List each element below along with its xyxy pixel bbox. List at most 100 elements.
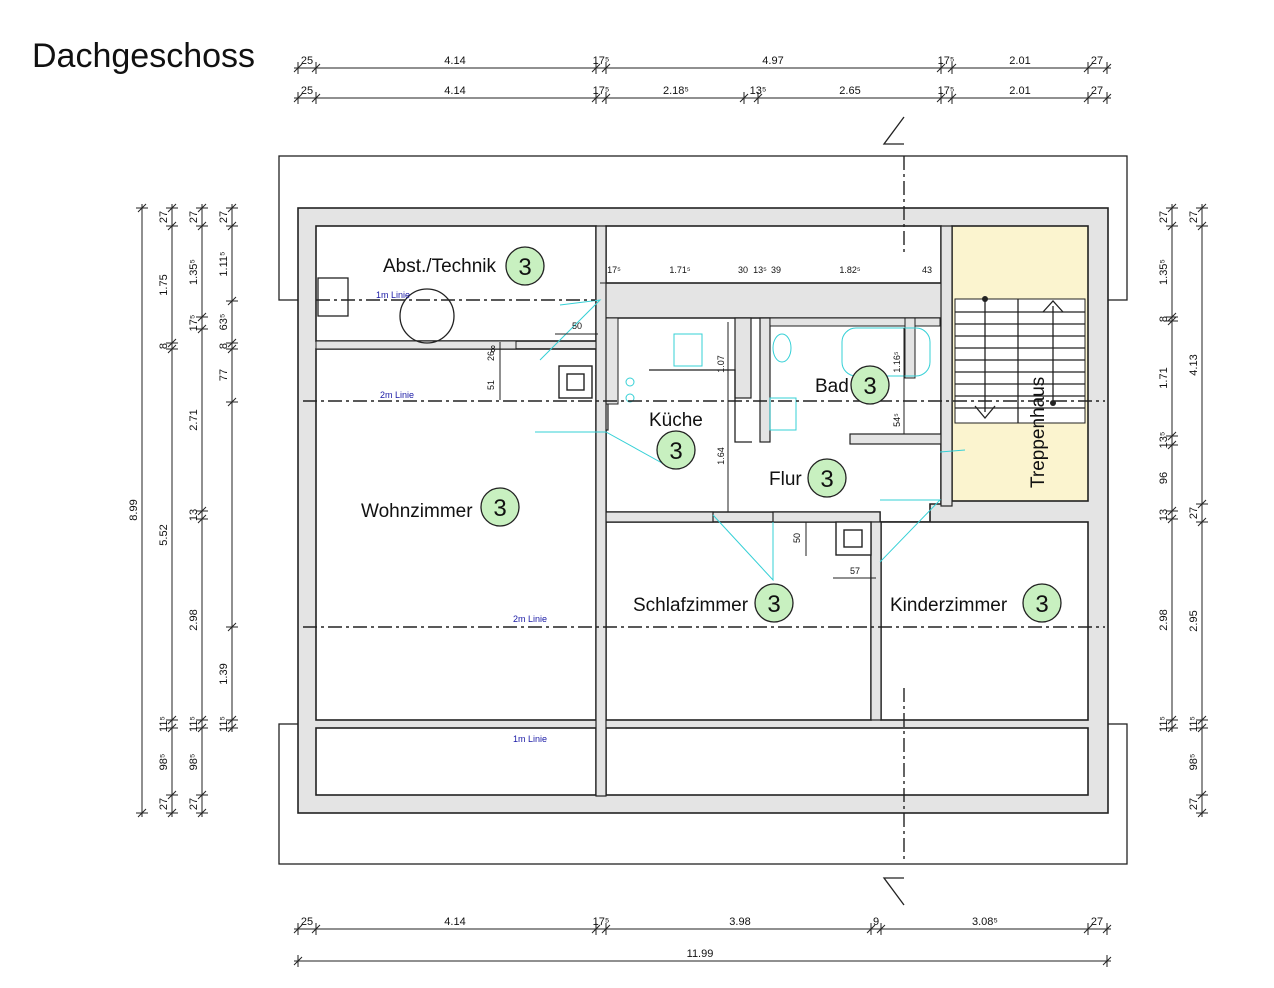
- dim-label: 27: [188, 211, 200, 223]
- svg-text:43: 43: [922, 265, 932, 275]
- wall-kitchen-right: [734, 317, 752, 399]
- interior-dims: 17⁵ 1.71⁵ 30 13⁵ 39 1.82⁵ 43 50 51 26 8 …: [486, 265, 938, 579]
- dim-label: 11.99: [687, 948, 714, 960]
- svg-text:3: 3: [820, 466, 833, 493]
- dim-label: 4.14: [444, 916, 465, 928]
- dim-label: 4.97: [762, 55, 783, 67]
- dim-label: 3.08⁵: [972, 916, 998, 928]
- room-label-treppe: Treppenhaus: [1028, 377, 1049, 488]
- dim-label: 2.95: [1188, 610, 1200, 631]
- room-label-flur: Flur: [769, 469, 802, 490]
- dim-label: 27: [188, 798, 200, 810]
- dim-label: 8: [218, 343, 230, 349]
- dim-label: 27: [1091, 55, 1103, 67]
- room-badge-schlaf: 3: [754, 583, 794, 623]
- dim-label: 25: [301, 916, 313, 928]
- room-badge-kueche: 3: [656, 430, 696, 470]
- dim-label: 1.75: [158, 274, 170, 295]
- dim-label: 1.35⁵: [1158, 259, 1170, 285]
- svg-text:1.71⁵: 1.71⁵: [669, 265, 691, 275]
- note-1m-bottom: 1m Linie: [513, 734, 547, 744]
- dim-label: 4.14: [444, 85, 465, 97]
- svg-text:1.07: 1.07: [716, 355, 726, 373]
- dim-label: 2.18⁵: [663, 85, 689, 97]
- room-bottom-left: [315, 727, 597, 796]
- dim-label: 2.98: [1158, 609, 1170, 630]
- dim-label: 11⁵: [188, 716, 200, 732]
- svg-text:51: 51: [486, 380, 496, 390]
- dim-label: 13: [188, 509, 200, 521]
- dim-label: 27: [158, 211, 170, 223]
- svg-text:1.82⁵: 1.82⁵: [839, 265, 861, 275]
- room-badge-abst: 3: [505, 246, 545, 286]
- dim-label: 5.52: [158, 524, 170, 545]
- dim-label: 11⁵: [1188, 716, 1200, 732]
- dim-label: 17⁵: [593, 55, 610, 67]
- dim-label: 13⁵: [750, 85, 767, 97]
- svg-text:3: 3: [863, 373, 876, 400]
- wall-schlaf-top-left: [605, 511, 714, 523]
- room-wohnzimmer: [315, 348, 597, 721]
- svg-text:1.16⁵: 1.16⁵: [892, 351, 902, 373]
- equipment-box: [317, 277, 349, 317]
- dim-label: 17⁵: [593, 916, 610, 928]
- dim-label: 27: [218, 211, 230, 223]
- dim-label: 4.14: [444, 55, 465, 67]
- wall-bad-left: [759, 317, 771, 443]
- dim-label: 2.65: [839, 85, 860, 97]
- dim-label: 96: [1158, 472, 1170, 484]
- wall-bad-top: [769, 317, 941, 327]
- dim-label: 8: [158, 343, 170, 349]
- dim-label: 1.39: [218, 663, 230, 684]
- dim-label: 63⁵: [218, 314, 230, 331]
- dim-label: 98⁵: [1188, 754, 1200, 771]
- section-marker-bottom: [882, 877, 905, 906]
- room-label-kinder: Kinderzimmer: [890, 595, 1008, 616]
- svg-text:13⁵: 13⁵: [753, 265, 767, 275]
- svg-text:26: 26: [486, 351, 496, 361]
- door-swing-schlaf: [712, 514, 774, 582]
- dim-label: 4.13: [1188, 354, 1200, 375]
- wall-treppenhaus: [940, 225, 953, 507]
- dim-label: 11⁵: [218, 716, 230, 732]
- note-2m-mid: 2m Linie: [513, 614, 547, 624]
- wall-schlaf-top-right: [772, 511, 881, 523]
- section-marker-top: [882, 116, 905, 145]
- svg-text:3: 3: [669, 438, 682, 465]
- svg-text:3: 3: [493, 495, 506, 522]
- svg-text:3: 3: [518, 254, 531, 281]
- dim-label: 27: [158, 798, 170, 810]
- dim-label: 1.71: [1158, 367, 1170, 388]
- wall-center-left: [595, 225, 607, 797]
- toilet-icon: [772, 333, 792, 363]
- shower-icon: [769, 397, 797, 431]
- dim-label: 3.98: [729, 916, 750, 928]
- dim-label: 11⁵: [1158, 716, 1170, 732]
- kitchen-island-line: [649, 369, 752, 443]
- dim-label: 77: [218, 369, 230, 381]
- dim-label: 1.11⁵: [218, 251, 230, 276]
- dim-label: 98⁵: [188, 754, 200, 771]
- wall-abst-bottom: [315, 340, 517, 350]
- dim-label: 17⁵: [188, 315, 200, 332]
- dim-label: 17⁵: [593, 85, 610, 97]
- kitchen-counter: [605, 317, 619, 405]
- dim-label: 1.35⁵: [188, 259, 200, 285]
- dim-label: 17⁵: [938, 85, 955, 97]
- dim-label: 2.01: [1009, 85, 1030, 97]
- dims-left-total: 8.99: [128, 203, 148, 818]
- svg-text:50: 50: [572, 321, 582, 331]
- stove-icon: [625, 377, 635, 387]
- dim-label: 27: [1188, 798, 1200, 810]
- sink-icon: [673, 333, 703, 367]
- dim-label: 17⁵: [938, 55, 955, 67]
- staircase: [954, 296, 1086, 424]
- svg-text:8: 8: [490, 344, 495, 354]
